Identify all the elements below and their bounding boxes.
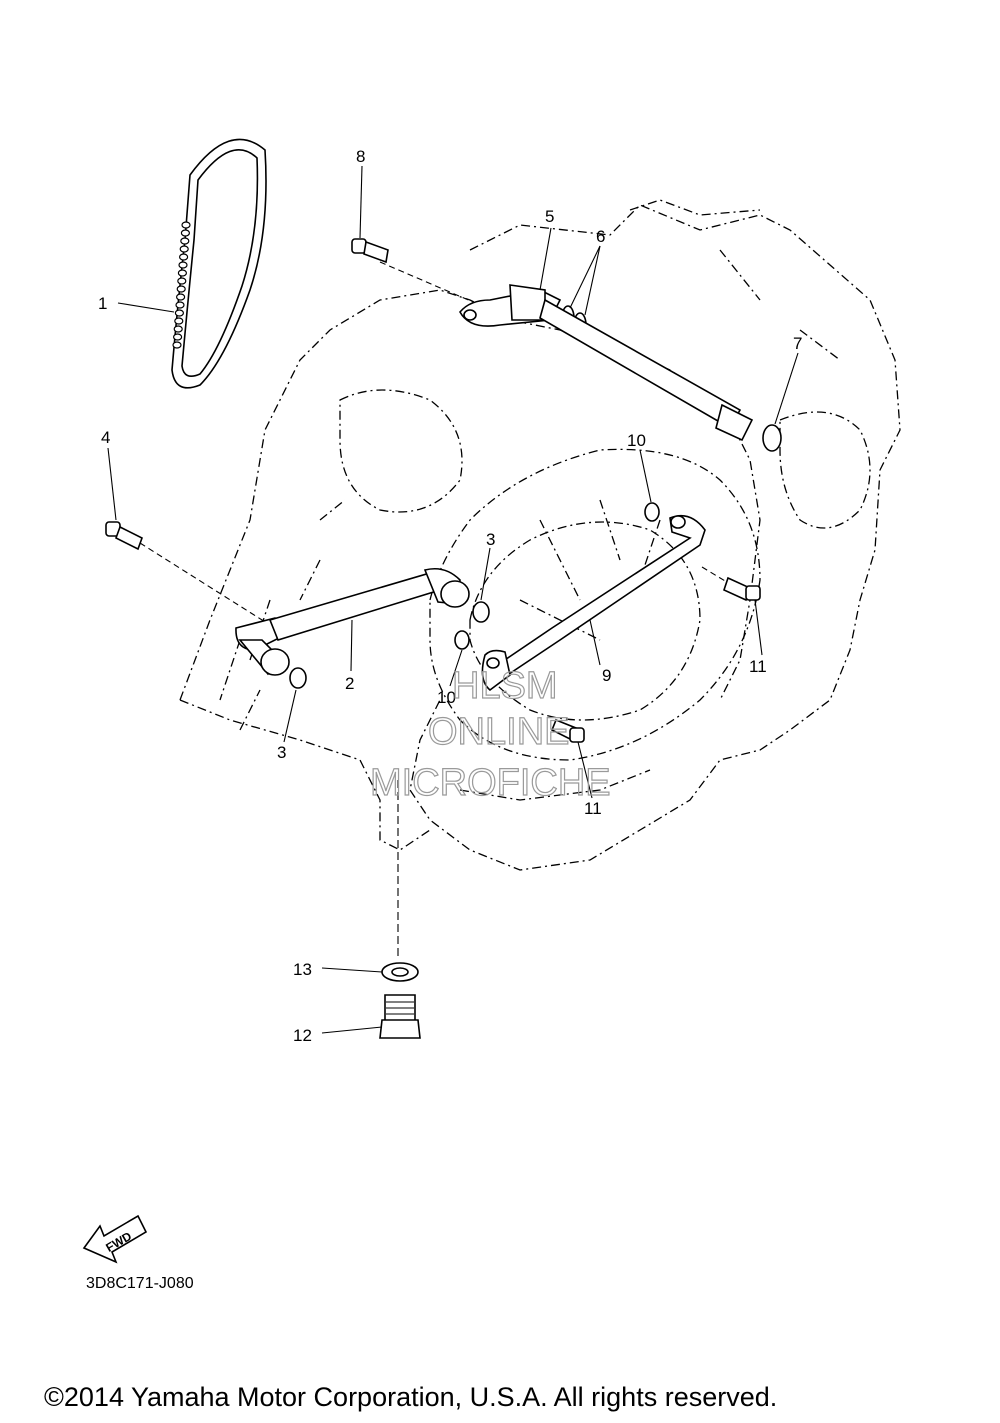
label-part-2: 2	[345, 674, 354, 693]
watermark-line-3: MICROFICHE	[370, 762, 611, 804]
leader-lines	[107, 165, 799, 1034]
reference-code: 3D8C171-J080	[86, 1275, 194, 1292]
watermark-line-1: HLSM	[452, 665, 558, 707]
oil-pipe-left	[105, 521, 490, 689]
label-part-5: 5	[545, 207, 554, 226]
chain-link	[178, 261, 188, 269]
label-part-4: 4	[101, 428, 110, 447]
chain-link	[175, 301, 185, 309]
chain-link	[180, 229, 190, 237]
chain-link	[172, 341, 182, 349]
label-part-11: 11	[749, 657, 767, 676]
label-part-10: 10	[627, 431, 646, 450]
label-part-13: 13	[293, 960, 312, 979]
chain-link	[174, 309, 184, 317]
chain-link	[174, 317, 184, 325]
label-part-12: 12	[293, 1026, 312, 1045]
chain-link	[180, 237, 190, 245]
label-part-10: 10	[437, 688, 456, 707]
chain-link	[179, 253, 189, 261]
drain-plug	[379, 780, 421, 1039]
label-part-3: 3	[277, 743, 286, 762]
chain-link	[181, 221, 191, 229]
chain-link	[179, 245, 189, 253]
oil-pipe-right	[454, 502, 761, 743]
oil-pipe-upper	[351, 238, 782, 452]
copyright-notice: ©2014 Yamaha Motor Corporation, U.S.A. A…	[44, 1382, 777, 1412]
label-part-8: 8	[356, 147, 365, 166]
chain-link	[173, 333, 183, 341]
label-part-11: 11	[584, 799, 602, 818]
label-part-6: 6	[596, 227, 605, 246]
label-part-1: 1	[98, 294, 107, 313]
chain-link	[177, 277, 187, 285]
engine-case-outline	[179, 199, 901, 871]
label-part-7: 7	[793, 334, 802, 353]
cam-chain	[171, 138, 267, 389]
label-part-9: 9	[602, 666, 611, 685]
part-number-labels: 1 2 3 3 4 5 6 7 8 9 10 10 11 11 12 13	[98, 147, 802, 1045]
watermark: HLSM ONLINE MICROFICHE	[369, 664, 611, 804]
chain-link	[176, 293, 186, 301]
watermark-line-2: ONLINE	[428, 711, 569, 753]
chain-link	[176, 285, 186, 293]
chain-link	[177, 269, 187, 277]
chain-link	[173, 325, 183, 333]
fwd-arrow-icon: FWD	[82, 1214, 148, 1264]
label-part-3: 3	[486, 530, 495, 549]
